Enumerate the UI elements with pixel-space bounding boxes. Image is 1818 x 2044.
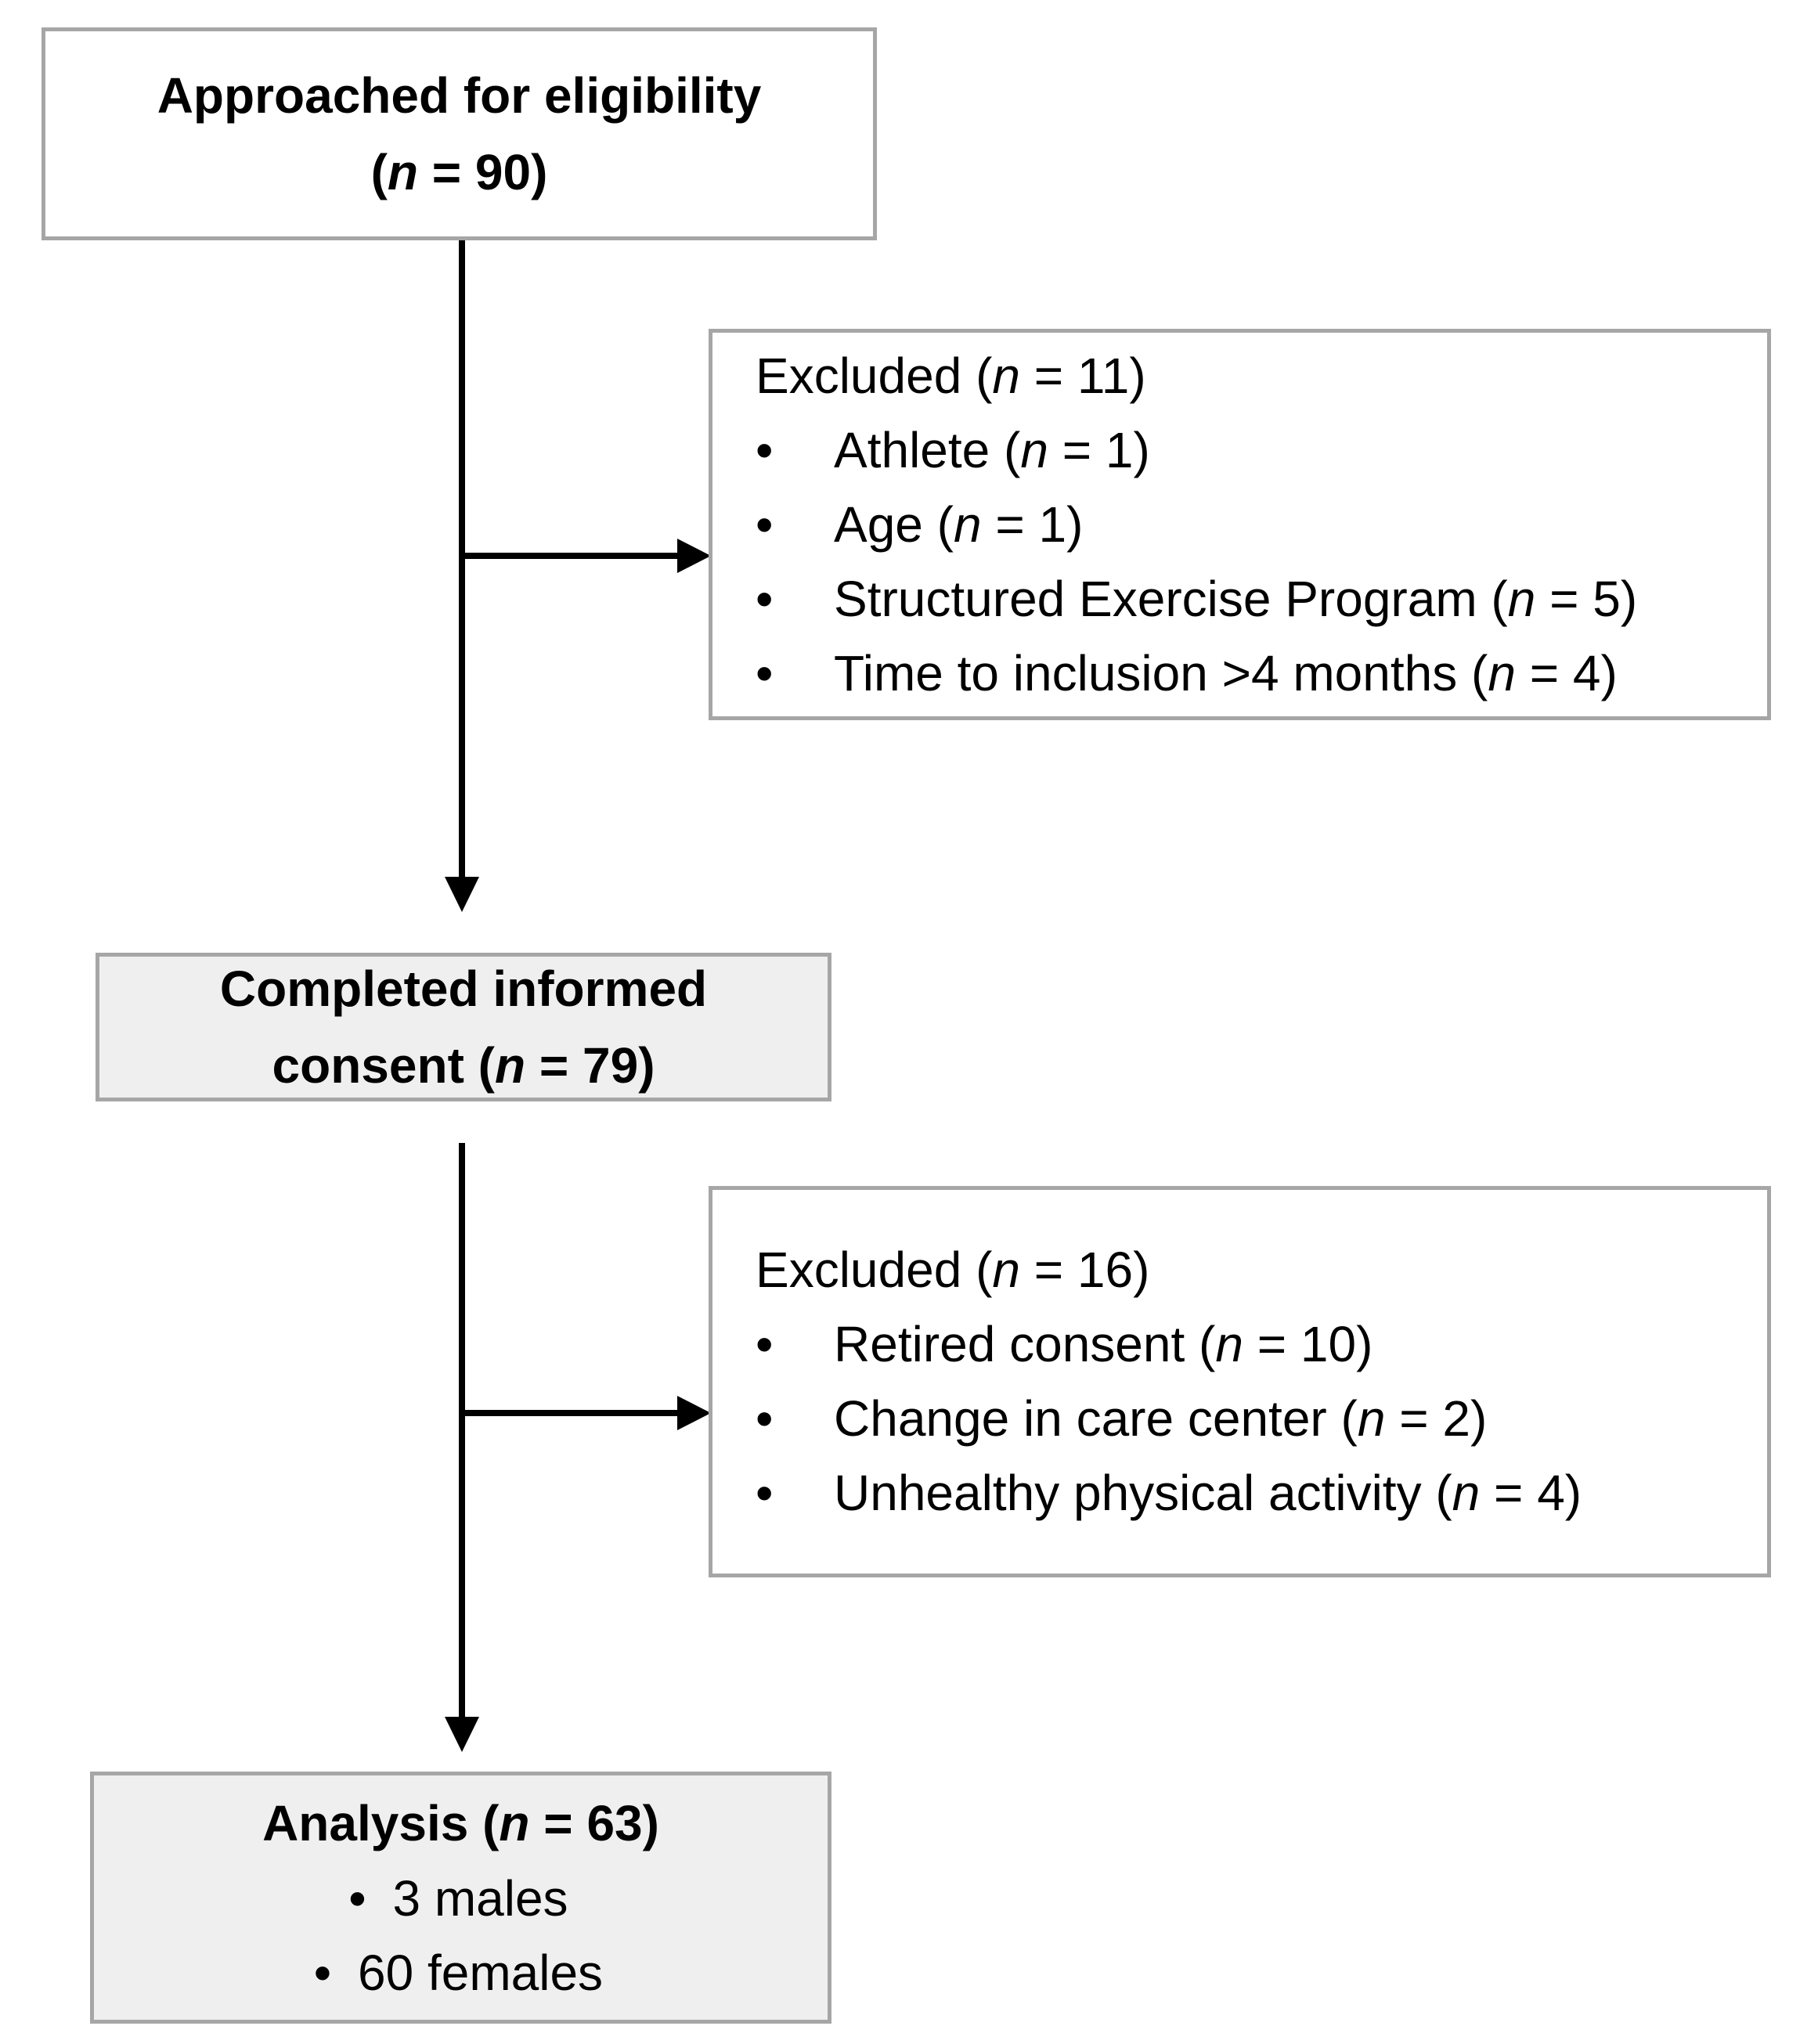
excluded-2-item: • Retired consent (n = 10): [756, 1307, 1767, 1382]
excluded-1-n-symbol: n: [992, 347, 1020, 404]
excluded-2-heading: Excluded (n = 16): [756, 1233, 1767, 1307]
analysis-n-value: = 63): [529, 1795, 659, 1851]
excluded-1-item-n: n: [1507, 570, 1536, 627]
excluded-1-head-label: Excluded (: [756, 347, 993, 404]
excluded-2-item-value: = 2): [1385, 1390, 1488, 1447]
approached-box: Approached for eligibility (n = 90): [41, 27, 877, 240]
excluded-box-2: Excluded (n = 16) • Retired consent (n =…: [709, 1186, 1771, 1577]
arrowhead-excluded1: [677, 539, 711, 573]
excluded-2-item-label: Unhealthy physical activity (: [834, 1465, 1452, 1521]
excluded-2-head-label: Excluded (: [756, 1242, 993, 1298]
approached-title: Approached for eligibility: [157, 67, 762, 124]
excluded-2-item: • Change in care center (n = 2): [756, 1382, 1767, 1456]
excluded-1-head-value: = 11): [1019, 347, 1146, 404]
excluded-1-item: • Age (n = 1): [756, 488, 1767, 562]
approached-count-open: (: [370, 144, 388, 200]
approached-n-value: = 90): [417, 144, 548, 200]
excluded-2-head-value: = 16): [1019, 1242, 1150, 1298]
bullet-icon: •: [756, 644, 774, 701]
excluded-1-item: • Athlete (n = 1): [756, 413, 1767, 488]
excluded-2-item-n: n: [1215, 1316, 1243, 1372]
bullet-icon: •: [756, 1465, 774, 1521]
bullet-icon: •: [756, 570, 774, 627]
consent-box: Completed informed consent (n = 79): [96, 953, 831, 1101]
analysis-label: Analysis (: [262, 1795, 500, 1851]
excluded-2-item-n: n: [1452, 1465, 1481, 1521]
excluded-1-item-label: Age (: [834, 496, 954, 553]
excluded-2-item-value: = 10): [1243, 1316, 1373, 1372]
bullet-icon: •: [313, 1945, 332, 2001]
bullet-icon: •: [756, 1316, 774, 1372]
analysis-item: • 3 males: [322, 1862, 568, 1936]
excluded-1-item-n: n: [953, 496, 982, 553]
excluded-1-item-label: Time to inclusion >4 months (: [834, 644, 1488, 701]
approached-count: (n = 90): [371, 134, 548, 211]
analysis-item-label: 3 males: [392, 1870, 568, 1927]
bullet-icon: •: [348, 1870, 366, 1927]
analysis-box: Analysis (n = 63) • 3 males • 60 females: [90, 1772, 831, 2024]
arrowhead-excluded2: [677, 1396, 711, 1430]
excluded-1-item-value: = 1): [981, 496, 1084, 553]
excluded-1-item-value: = 5): [1535, 570, 1638, 627]
excluded-2-item-n: n: [1357, 1390, 1386, 1447]
excluded-1-item-label: Athlete (: [834, 421, 1021, 478]
bullet-icon: •: [756, 496, 774, 553]
consent-label: consent (: [272, 1037, 495, 1094]
excluded-1-item-value: = 4): [1515, 644, 1618, 701]
excluded-1-item-n: n: [1488, 644, 1516, 701]
excluded-2-n-symbol: n: [992, 1242, 1020, 1298]
bullet-icon: •: [756, 421, 774, 478]
analysis-item-label: 60 females: [357, 1945, 604, 2001]
excluded-1-heading: Excluded (n = 11): [756, 339, 1767, 413]
excluded-2-item-value: = 4): [1480, 1465, 1582, 1521]
excluded-2-item: • Unhealthy physical activity (n = 4): [756, 1456, 1767, 1530]
analysis-n-symbol: n: [499, 1795, 530, 1851]
excluded-1-item-label: Structured Exercise Program (: [834, 570, 1508, 627]
approached-n-symbol: n: [387, 144, 418, 200]
excluded-1-item-value: = 1): [1048, 421, 1150, 478]
bullet-icon: •: [756, 1390, 774, 1447]
consent-n-value: = 79): [525, 1037, 655, 1094]
consent-title-line-2: consent (n = 79): [272, 1027, 655, 1104]
analysis-title: Analysis (n = 63): [262, 1785, 659, 1862]
analysis-item: • 60 females: [287, 1936, 603, 2010]
excluded-1-item-n: n: [1020, 421, 1048, 478]
excluded-2-item-label: Change in care center (: [834, 1390, 1358, 1447]
excluded-1-item: • Time to inclusion >4 months (n = 4): [756, 636, 1767, 711]
arrowhead-consent: [445, 877, 479, 912]
excluded-1-item: • Structured Exercise Program (n = 5): [756, 562, 1767, 636]
excluded-box-1: Excluded (n = 11) • Athlete (n = 1) • Ag…: [709, 329, 1771, 720]
consent-n-symbol: n: [494, 1037, 526, 1094]
consent-title-line-1: Completed informed: [219, 961, 708, 1017]
excluded-2-item-label: Retired consent (: [834, 1316, 1216, 1372]
arrowhead-analysis: [445, 1717, 479, 1752]
